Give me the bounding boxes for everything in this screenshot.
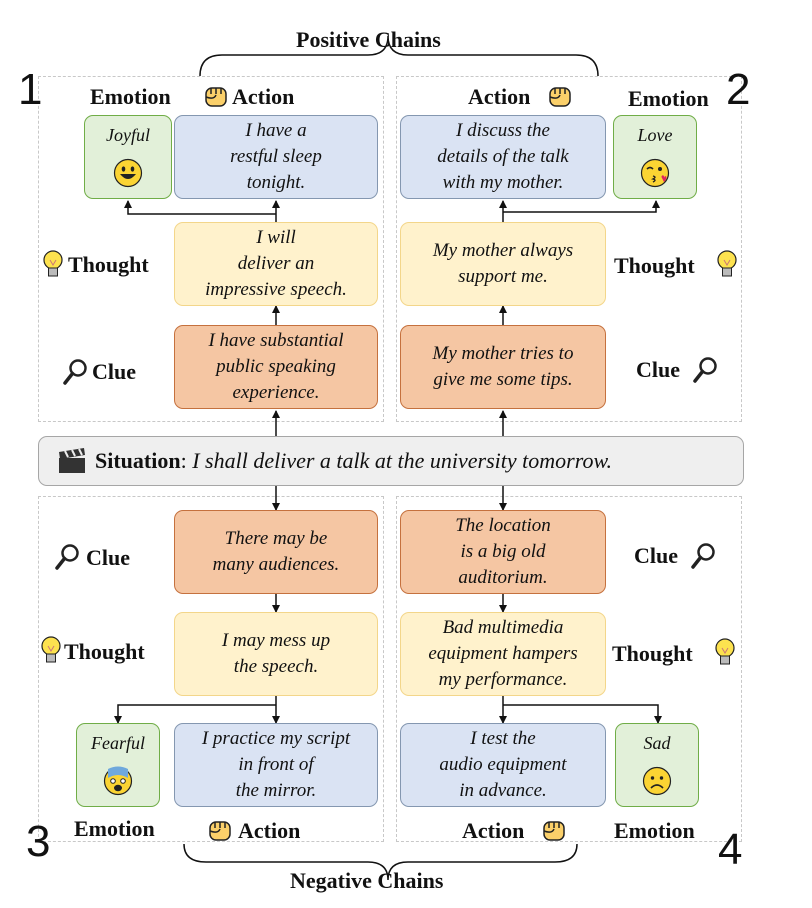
q3-action-box: I practice my script in front of the mir… bbox=[174, 723, 378, 807]
magnifier-icon bbox=[62, 358, 88, 391]
q2-action-label: Action bbox=[468, 84, 531, 109]
q3-emotion-box: Fearful bbox=[76, 723, 160, 807]
q3-clue-box: There may be many audiences. bbox=[174, 510, 378, 594]
q1-emotion-label: Emotion bbox=[90, 84, 171, 109]
quadrant-number-2: 2 bbox=[726, 65, 751, 114]
q3-thought-label: Thought bbox=[64, 639, 145, 664]
q1-clue-label: Clue bbox=[92, 359, 136, 384]
clapperboard-icon bbox=[57, 448, 87, 474]
situation-text: I shall deliver a talk at the university… bbox=[192, 448, 612, 473]
fist-icon bbox=[202, 82, 230, 115]
q3-clue-label: Clue bbox=[86, 545, 130, 570]
q3-thought-box: I may mess up the speech. bbox=[174, 612, 378, 696]
situation-label: Situation bbox=[95, 448, 181, 473]
q4-thought-box: Bad multimedia equipment hampers my perf… bbox=[400, 612, 606, 696]
quadrant-3-frame bbox=[38, 496, 384, 842]
lightbulb-icon bbox=[40, 636, 62, 671]
quadrant-2-frame bbox=[396, 76, 742, 422]
magnifier-icon bbox=[692, 356, 718, 389]
q2-action-box: I discuss the details of the talk with m… bbox=[400, 115, 606, 199]
fist-icon bbox=[546, 82, 574, 115]
q1-clue-box: I have substantial public speaking exper… bbox=[174, 325, 378, 409]
magnifier-icon bbox=[690, 542, 716, 575]
sad-face-icon bbox=[642, 766, 672, 796]
q3-action-label: Action bbox=[238, 818, 301, 843]
q4-action-label: Action bbox=[462, 818, 525, 843]
lightbulb-icon bbox=[42, 250, 64, 285]
q1-emotion-box: Joyful bbox=[84, 115, 172, 199]
q2-clue-label: Clue bbox=[636, 357, 680, 382]
q4-thought-label: Thought bbox=[612, 641, 693, 666]
q4-clue-label: Clue bbox=[634, 543, 678, 568]
q2-thought-box: My mother always support me. bbox=[400, 222, 606, 306]
quadrant-4-frame bbox=[396, 496, 742, 842]
q3-emotion-label: Emotion bbox=[74, 816, 155, 841]
lightbulb-icon bbox=[714, 638, 736, 673]
quadrant-number-4: 4 bbox=[718, 825, 743, 874]
q2-emotion-box: Love bbox=[613, 115, 697, 199]
q2-clue-box: My mother tries to give me some tips. bbox=[400, 325, 606, 409]
positive-chains-title: Positive Chains bbox=[296, 27, 441, 52]
kiss-face-icon bbox=[640, 158, 670, 188]
q4-action-box: I test the audio equipment in advance. bbox=[400, 723, 606, 807]
q1-thought-box: I will deliver an impressive speech. bbox=[174, 222, 378, 306]
quadrant-number-1: 1 bbox=[18, 65, 43, 114]
fearful-face-icon bbox=[103, 766, 133, 796]
q1-action-label: Action bbox=[232, 84, 295, 109]
situation-bar: Situation: I shall deliver a talk at the… bbox=[38, 436, 744, 486]
fist-icon bbox=[206, 816, 234, 849]
q4-emotion-box: Sad bbox=[615, 723, 699, 807]
q2-emotion-label: Emotion bbox=[628, 86, 709, 111]
lightbulb-icon bbox=[716, 250, 738, 285]
fist-icon bbox=[540, 816, 568, 849]
q2-emotion-text: Love bbox=[637, 125, 673, 145]
q3-emotion-text: Fearful bbox=[91, 733, 145, 753]
q1-emotion-text: Joyful bbox=[106, 125, 150, 145]
q2-thought-label: Thought bbox=[614, 253, 695, 278]
q4-clue-box: The location is a big old auditorium. bbox=[400, 510, 606, 594]
negative-chains-title: Negative Chains bbox=[290, 868, 444, 893]
positive-brace bbox=[199, 35, 599, 77]
q1-action-box: I have a restful sleep tonight. bbox=[174, 115, 378, 199]
situation-separator: : bbox=[180, 448, 187, 473]
quadrant-1-frame bbox=[38, 76, 384, 422]
negative-brace bbox=[183, 843, 578, 881]
magnifier-icon bbox=[54, 543, 80, 576]
q1-thought-label: Thought bbox=[68, 252, 149, 277]
q4-emotion-label: Emotion bbox=[614, 818, 695, 843]
quadrant-number-3: 3 bbox=[26, 817, 51, 866]
joyful-face-icon bbox=[113, 158, 143, 188]
q4-emotion-text: Sad bbox=[643, 733, 671, 753]
